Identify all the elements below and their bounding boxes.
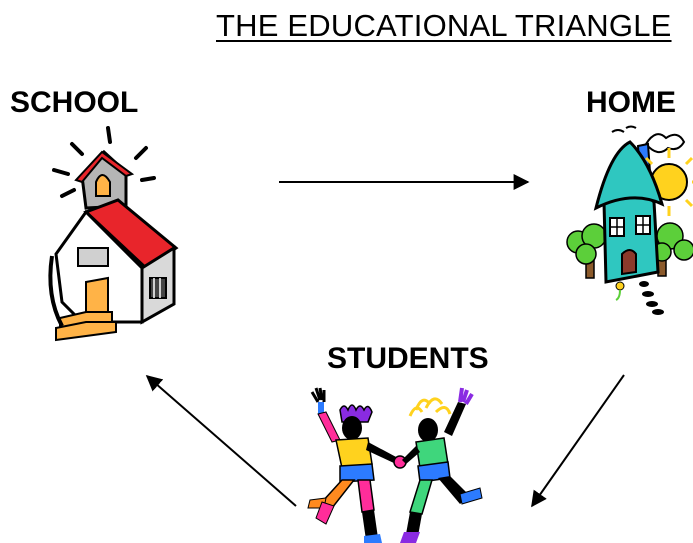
dancing-children-icon [307,387,483,543]
arrow-home-to-students [531,374,625,508]
students-label: STUDENTS [327,342,489,375]
arrow-students-to-school [145,374,297,507]
school-label: SCHOOL [10,86,139,119]
schoolhouse-icon [48,126,179,342]
home-label: HOME [586,86,676,119]
house-icon [566,125,693,315]
diagram-title: THE EDUCATIONAL TRIANGLE [216,8,672,43]
